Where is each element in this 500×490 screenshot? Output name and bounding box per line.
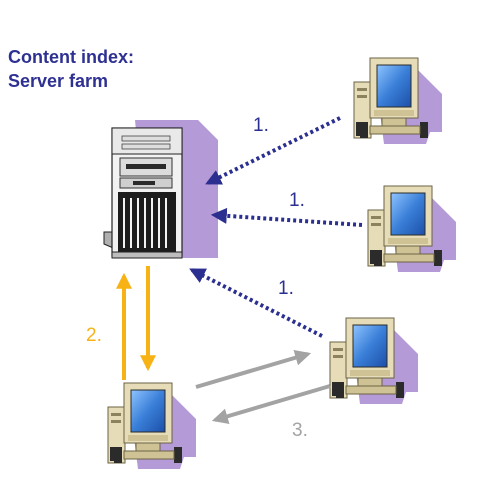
transfer-data-arrow xyxy=(211,384,331,425)
peer-computer-icon-bottom-right xyxy=(329,317,419,405)
server-tower-icon xyxy=(103,120,218,259)
step-label-publish-2: 1. xyxy=(289,190,305,211)
publish-arrow-1 xyxy=(205,116,341,185)
step-label-lookup: 2. xyxy=(86,325,102,346)
step-label-publish-1: 1. xyxy=(253,115,269,136)
diagram-title: Content index: Server farm xyxy=(8,45,134,93)
publish-arrow-2 xyxy=(210,207,363,227)
peer-computer-icon-middle xyxy=(367,185,457,273)
peer-computer-icon-top xyxy=(353,57,443,145)
publish-arrow-3 xyxy=(189,268,323,338)
peer-computer-icon-requester xyxy=(107,382,197,470)
title-line-1: Content index: xyxy=(8,47,134,67)
title-line-2: Server farm xyxy=(8,71,109,91)
transfer-request-arrow xyxy=(195,349,312,389)
step-label-publish-3: 1. xyxy=(278,278,294,299)
step-label-transfer: 3. xyxy=(292,420,308,441)
